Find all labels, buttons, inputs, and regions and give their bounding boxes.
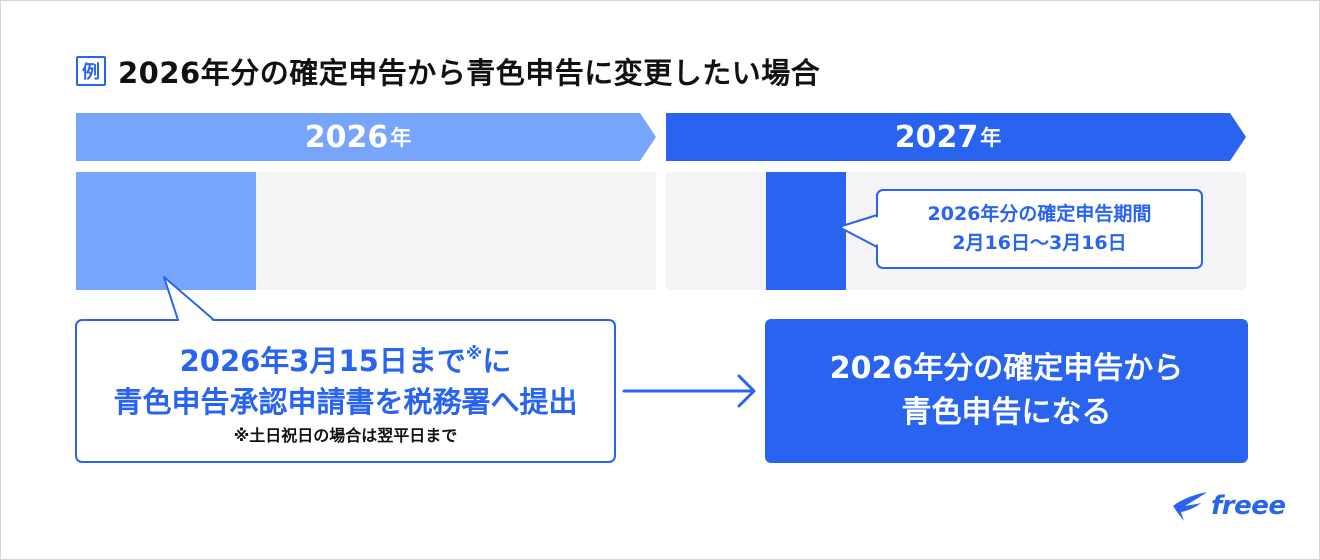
flow-arrow-icon — [622, 374, 756, 408]
deadline-action: 青色申告承認申請書を税務署へ提出 — [113, 384, 578, 419]
year-bar-2027-arrow — [666, 113, 1246, 161]
year-bar-2027: 2027 年 — [666, 113, 1246, 161]
deadline-callout: 2026年3月15日まで※に 青色申告承認申請書を税務署へ提出 ※土日祝日の場合… — [75, 319, 616, 463]
result-line1: 2026年分の確定申告から — [829, 351, 1184, 386]
title-row: 例 2026年分の確定申告から青色申告に変更したい場合 — [76, 51, 820, 91]
application-period-2026 — [76, 172, 256, 290]
year-bar-2026: 2026 年 — [76, 113, 656, 161]
freee-logo: freee — [1171, 481, 1286, 531]
deadline-note: ※土日祝日の場合は翌平日まで — [233, 425, 458, 445]
deadline-particle: に — [482, 343, 512, 378]
year-number-2026: 2026 — [304, 119, 389, 155]
deadline-date: 2026年3月15日まで — [179, 343, 466, 378]
filing-period-callout: 2026年分の確定申告期間 2月16日〜3月16日 — [876, 189, 1203, 269]
filing-period-2027 — [766, 172, 846, 290]
filing-period-title: 2026年分の確定申告期間 — [927, 203, 1152, 225]
diagram-title: 2026年分の確定申告から青色申告に変更したい場合 — [118, 56, 821, 90]
result-line2: 青色申告になる — [901, 395, 1112, 430]
freee-logo-text: freee — [1211, 491, 1286, 521]
freee-bird-icon — [1173, 492, 1207, 521]
year-label-2026: 2026 年 — [76, 113, 640, 161]
example-badge: 例 — [76, 56, 106, 86]
deadline-line1: 2026年3月15日まで※に — [180, 333, 512, 382]
year-number-2027: 2027 — [894, 119, 979, 155]
year-unit-2026: 年 — [390, 126, 412, 150]
result-box: 2026年分の確定申告から 青色申告になる — [765, 319, 1248, 463]
year-unit-2027: 年 — [980, 126, 1002, 150]
deadline-note-mark: ※ — [465, 343, 483, 364]
filing-period-dates: 2月16日〜3月16日 — [952, 232, 1127, 254]
year-bar-2026-arrow — [76, 113, 656, 161]
year-label-2027: 2027 年 — [666, 113, 1230, 161]
